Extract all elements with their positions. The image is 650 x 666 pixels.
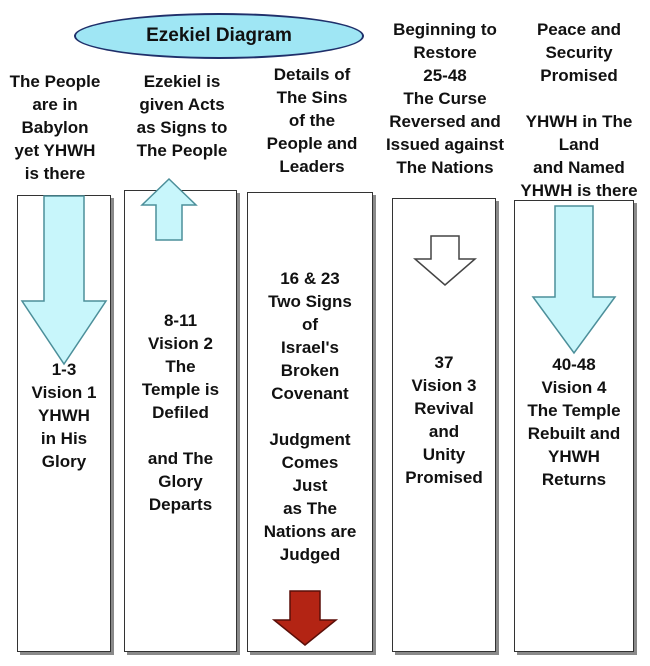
column-3-body: 16 & 23 Two Signs of Israel's Broken Cov… bbox=[263, 269, 357, 564]
column-2-body: 8-11 Vision 2 The Temple is Defiled and … bbox=[141, 311, 220, 514]
column-1-box: 1-3 Vision 1 YHWH in His Glory bbox=[17, 195, 111, 652]
column-5-box: 40-48 Vision 4 The Temple Rebuilt and YH… bbox=[514, 200, 634, 652]
column-5-body: 40-48 Vision 4 The Temple Rebuilt and YH… bbox=[527, 355, 621, 489]
column-4-box: 37 Vision 3 Revival and Unity Promised bbox=[392, 198, 496, 652]
column-1-header: The People are in Babylon yet YHWH is th… bbox=[9, 72, 101, 183]
diagram-title: Ezekiel Diagram bbox=[74, 13, 364, 59]
column-5-header: Peace and Security Promised YHWH in The … bbox=[520, 20, 638, 200]
arrow-down-outline-icon bbox=[412, 235, 478, 286]
diagram-title-text: Ezekiel Diagram bbox=[146, 25, 292, 46]
arrow-down-red-icon bbox=[271, 590, 339, 646]
arrow-down-icon bbox=[20, 195, 108, 366]
column-2-box: 8-11 Vision 2 The Temple is Defiled and … bbox=[124, 190, 237, 652]
column-3-header: Details of The Sins of the People and Le… bbox=[266, 65, 358, 176]
column-1-body: 1-3 Vision 1 YHWH in His Glory bbox=[31, 360, 97, 471]
column-4-header: Beginning to Restore 25-48 The Curse Rev… bbox=[385, 20, 505, 177]
column-3-box: 16 & 23 Two Signs of Israel's Broken Cov… bbox=[247, 192, 373, 652]
column-4-body: 37 Vision 3 Revival and Unity Promised bbox=[405, 353, 483, 487]
arrow-down-icon bbox=[531, 205, 617, 355]
arrow-up-icon bbox=[140, 177, 198, 241]
column-2-header: Ezekiel is given Acts as Signs to The Pe… bbox=[136, 72, 228, 160]
